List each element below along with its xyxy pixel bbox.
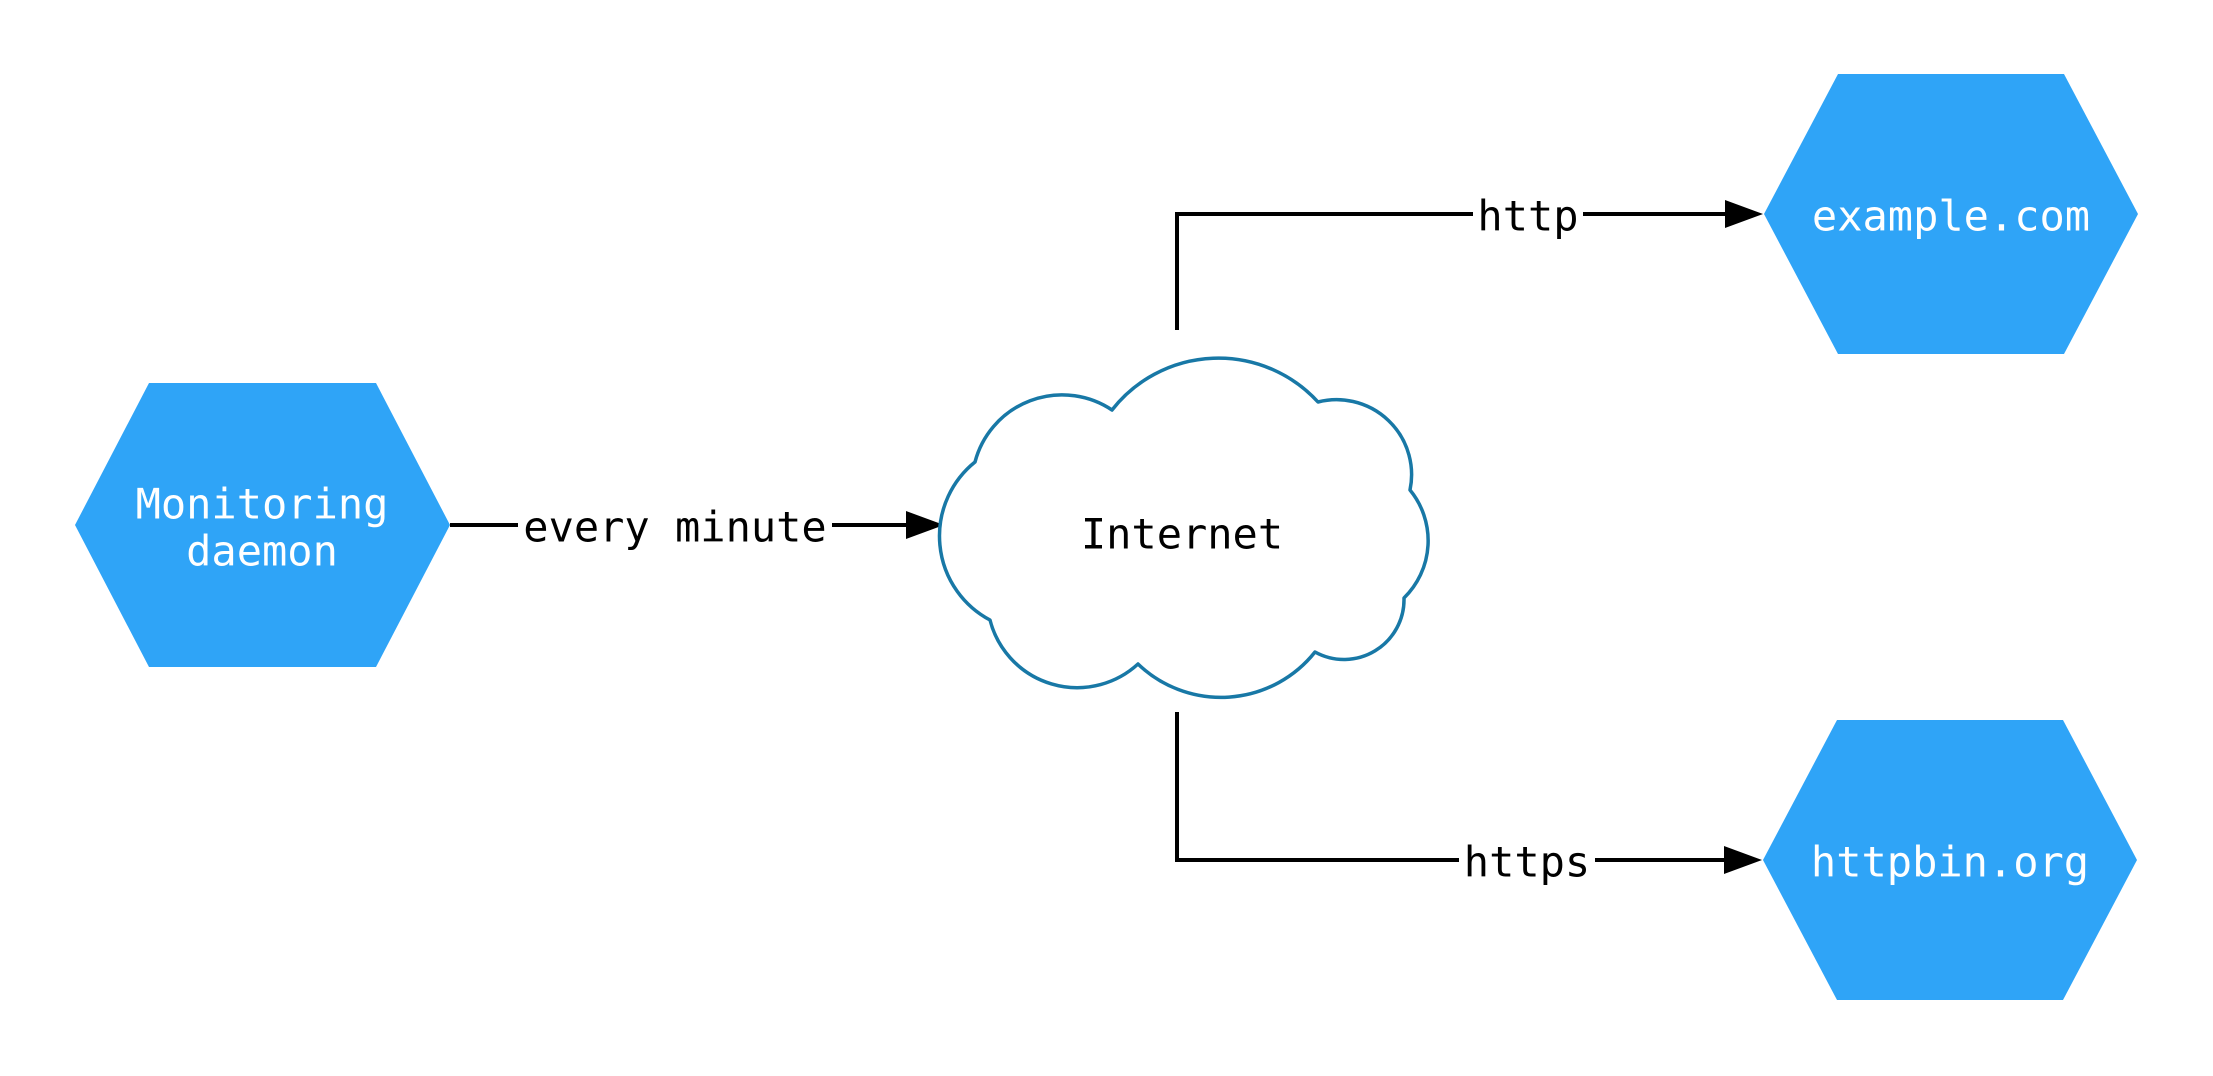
hexagon-shape: [75, 383, 450, 667]
node-monitoring-daemon: Monitoring daemon: [75, 383, 450, 667]
edge-internet-to-example-com: http: [1175, 188, 1763, 330]
arrowhead-icon: [1725, 200, 1763, 228]
node-label-internet: Internet: [1081, 510, 1283, 559]
node-example-com: example.com: [1764, 74, 2138, 354]
edge-label-https: https: [1464, 838, 1590, 887]
node-internet: Internet: [937, 356, 1430, 700]
node-httpbin-org: httpbin.org: [1763, 720, 2137, 1000]
edge-label-every-minute: every minute: [523, 503, 826, 552]
arrowhead-icon: [906, 511, 944, 539]
edge-internet-to-httpbin-org: https: [1175, 712, 1762, 887]
arrowhead-icon: [1724, 846, 1762, 874]
edge-label-background: [518, 499, 832, 551]
node-label-line1: Monitoring: [136, 480, 389, 529]
edge-label-background: [1459, 834, 1595, 886]
edge-label-background: [1473, 188, 1583, 240]
hexagon-shape: [1763, 720, 2137, 1000]
node-label-httpbin-org: httpbin.org: [1811, 838, 2089, 887]
node-label-line2: daemon: [186, 527, 338, 576]
edge-monitoring-daemon-to-internet: every minute: [450, 499, 944, 552]
hexagon-shape: [1764, 74, 2138, 354]
node-label-example-com: example.com: [1812, 192, 2090, 241]
edge-line: [1175, 712, 1730, 862]
cloud-shape: [937, 356, 1430, 700]
edge-label-http: http: [1477, 192, 1578, 241]
edge-line: [1175, 212, 1730, 330]
